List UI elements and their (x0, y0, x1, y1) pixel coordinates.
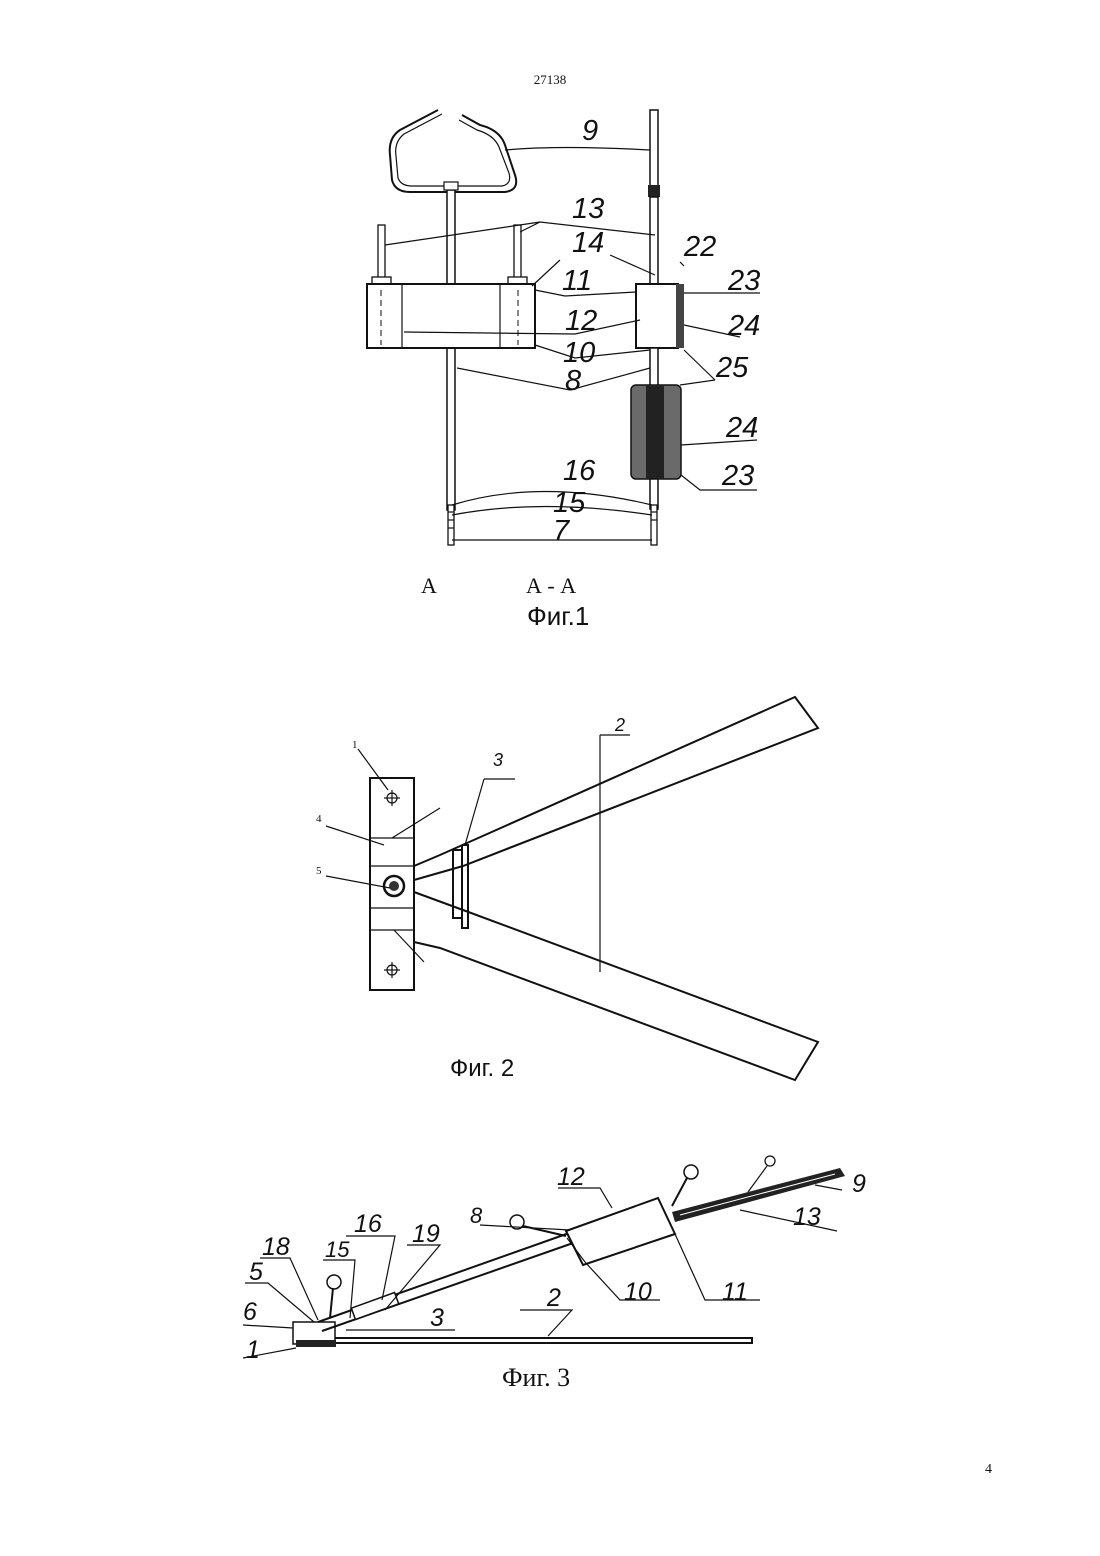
fig1-label-25: 25 (715, 352, 749, 384)
fig3-label-1: 1 (246, 1336, 260, 1364)
base-board (330, 1338, 752, 1343)
fig3-label-11: 11 (722, 1278, 748, 1306)
fig3-label-8: 8 (470, 1203, 483, 1228)
fig3-label-3: 3 (430, 1304, 444, 1332)
fig1-label-7: 7 (553, 515, 571, 547)
fig1-label-23b: 23 (721, 460, 754, 492)
fig3-label-16: 16 (354, 1210, 382, 1238)
fig2-label-3: 3 (493, 750, 503, 770)
fig1-section-aa: А - А (526, 573, 576, 598)
bolt-right (514, 225, 521, 280)
fig3-label-9: 9 (852, 1170, 866, 1198)
fig3-label-2: 2 (546, 1284, 561, 1312)
stop-bracket (453, 845, 468, 928)
handle-loop (390, 110, 517, 192)
right-rod-top (650, 110, 658, 190)
fig1-section-a: А (421, 573, 437, 598)
fig1-label-24a: 24 (727, 310, 760, 342)
fig2-label-2: 2 (614, 715, 625, 735)
fig1-label-14: 14 (572, 227, 604, 259)
figure-1: 9 13 14 22 11 23 12 24 10 25 8 24 23 16 … (367, 110, 760, 631)
fig2-label-1: 1 (352, 739, 358, 751)
sleeve-upper (636, 284, 678, 348)
fig3-label-6: 6 (243, 1298, 257, 1326)
fig1-label-11: 11 (562, 265, 592, 297)
fig3-label-18: 18 (262, 1233, 290, 1261)
slide-block (566, 1198, 675, 1265)
fig1-label-8: 8 (565, 365, 581, 397)
fig1-label-9: 9 (582, 115, 598, 147)
block-left (367, 284, 535, 348)
fig2-label-4: 4 (316, 813, 322, 825)
fig1-label-22: 22 (683, 231, 716, 263)
figure-3: 12 9 13 8 16 19 18 15 5 6 3 2 1 10 11 Фи… (243, 1156, 866, 1392)
fig1-label-23a: 23 (727, 265, 760, 297)
fig3-label-5: 5 (249, 1258, 263, 1286)
fig3-label-15: 15 (325, 1237, 350, 1262)
fig2-label-5: 5 (316, 865, 322, 877)
figure-2: 1 2 3 4 5 Фиг. 2 (316, 697, 818, 1082)
fig3-label-12: 12 (557, 1163, 585, 1191)
left-rod (447, 190, 455, 510)
fig1-label-16: 16 (563, 455, 596, 487)
fig2-caption: Фиг. 2 (450, 1055, 514, 1082)
fig1-caption: Фиг.1 (527, 601, 589, 631)
fig1-label-24b: 24 (725, 412, 758, 444)
arm-lower (414, 892, 818, 1080)
fig1-label-12: 12 (565, 305, 597, 337)
fig3-caption: Фиг. 3 (502, 1363, 570, 1392)
fig3-label-10: 10 (624, 1278, 652, 1306)
fig3-label-13: 13 (793, 1203, 821, 1231)
fig1-label-13: 13 (572, 193, 604, 225)
fig3-label-19: 19 (412, 1220, 440, 1248)
bolt-left (378, 225, 385, 280)
